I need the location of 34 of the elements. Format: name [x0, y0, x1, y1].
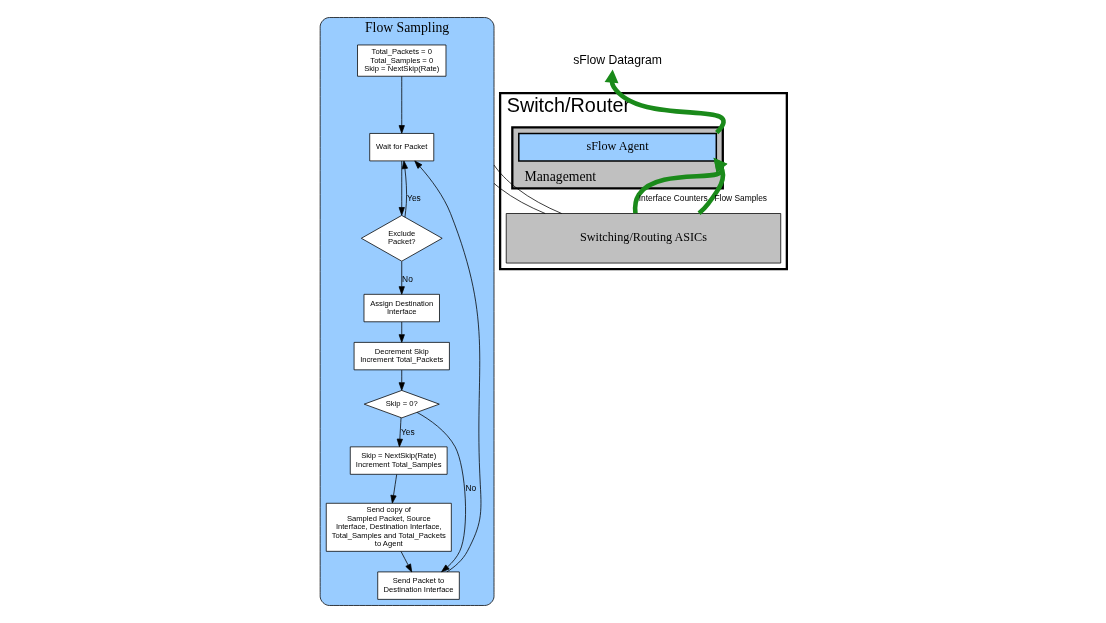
- node-box: Send Packet to Destination Interface: [376, 571, 460, 600]
- arrow: [604, 69, 726, 135]
- edge-label: Yes: [406, 193, 421, 204]
- node-box: Skip = NextSkip(Rate) Increment Total_Samples: [349, 446, 447, 475]
- edge-label: No: [464, 482, 476, 493]
- arrow: [398, 76, 405, 134]
- arrow: [396, 417, 403, 448]
- node-diamond: Exclude Packet?: [360, 215, 443, 262]
- node-box: Send copy of Sampled Packet, Source Interface, Destination Interface, Total_Samples and Total_Packets to Agent: [325, 502, 452, 552]
- node-diamond: Skip = 0?: [363, 390, 440, 419]
- connector: [493, 183, 546, 214]
- arrow: [697, 157, 727, 215]
- arrow: [398, 160, 405, 216]
- arrow: [398, 261, 405, 295]
- edge-label: Interface Counters: [638, 193, 708, 204]
- arrow: [632, 157, 727, 214]
- edge-label: Flow Samples: [713, 193, 767, 204]
- connector: [493, 164, 562, 214]
- node-box: sFlow Agent: [517, 132, 717, 162]
- node-text: sFlow Datagram: [572, 52, 662, 67]
- edge-label: No: [401, 273, 413, 284]
- node-box: Assign Destination Interface: [363, 293, 440, 323]
- node-box: Decrement Skip Increment Total_Packets: [353, 342, 450, 371]
- arrow: [390, 474, 397, 504]
- arrow: [416, 412, 466, 573]
- arrow: [413, 160, 481, 573]
- arrow: [401, 160, 408, 218]
- edge-label: Yes: [400, 426, 415, 437]
- node-box: Switching/Routing ASICs: [505, 213, 781, 264]
- node-box: Total_Packets = 0 Total_Samples = 0 Skip = NextSkip(Rate): [356, 44, 446, 77]
- arrow: [400, 551, 412, 573]
- arrow: [398, 369, 405, 391]
- node-box: Wait for Packet: [368, 133, 434, 162]
- arrow: [398, 321, 405, 343]
